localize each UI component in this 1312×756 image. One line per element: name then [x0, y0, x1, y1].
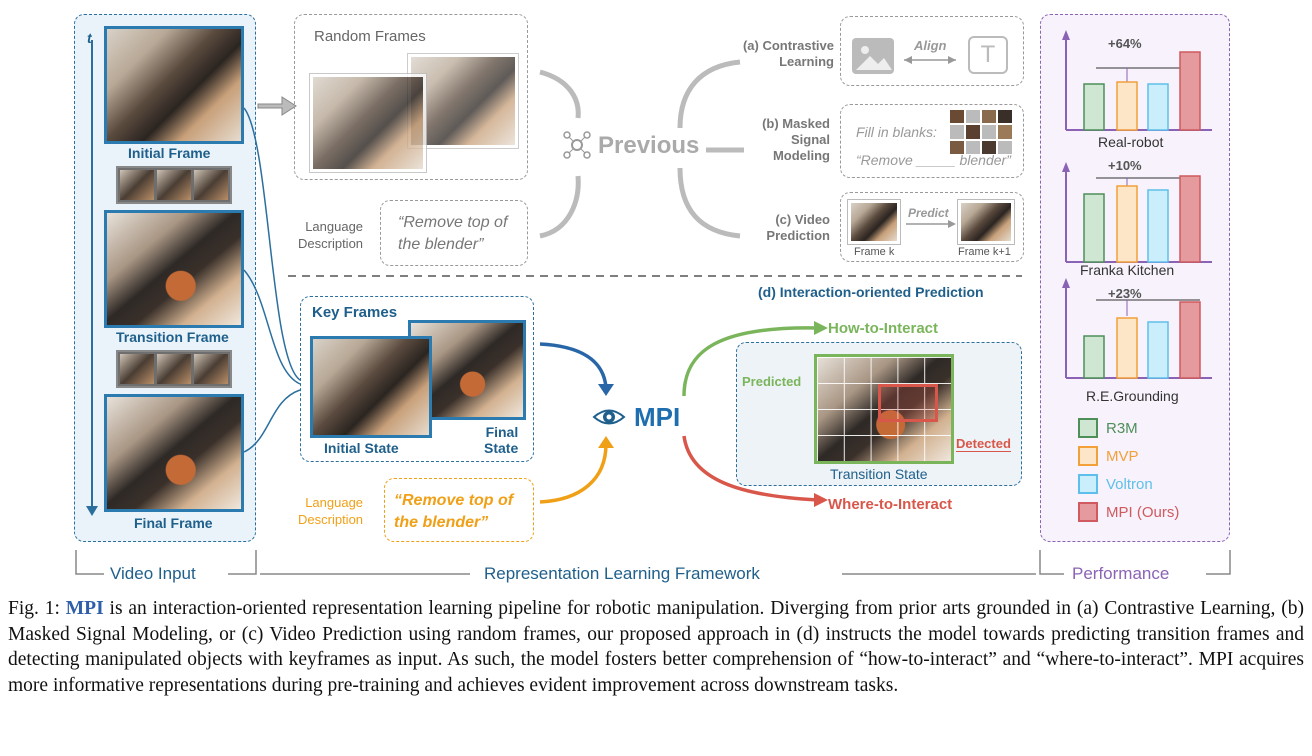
chart-delta-1: +64%: [1108, 36, 1142, 51]
chart-name-2: Franka Kitchen: [1080, 262, 1175, 278]
chart-franka-kitchen: [1062, 162, 1212, 263]
caption-prefix: Fig. 1:: [8, 598, 66, 619]
caption-body: is an interaction-oriented representatio…: [8, 598, 1304, 696]
performance-section-label: Performance: [1072, 564, 1170, 583]
mpi-language-box: [384, 478, 534, 542]
prev-language-box: [380, 200, 528, 266]
key-frames-label: Key Frames: [312, 304, 398, 321]
transition-grid: [817, 357, 951, 461]
where-to-interact-label: Where-to-Interact: [828, 496, 953, 513]
legend-swatch-voltron: [1078, 474, 1098, 494]
legend-mpi: MPI (Ours): [1106, 504, 1180, 521]
final-frame-label: Final Frame: [134, 515, 213, 531]
frame-k-label: Frame k: [854, 246, 895, 258]
mpi-label: MPI: [634, 402, 681, 432]
frame-k-image: [848, 200, 900, 244]
random-frame-2: [408, 54, 518, 148]
remove-blank-text: “Remove _____ blender”: [856, 152, 1011, 168]
frame-k1-label: Frame k+1: [958, 246, 1011, 258]
previous-network-icon: [562, 130, 592, 160]
previous-title: Previous: [598, 132, 700, 159]
eye-icon: [592, 402, 626, 432]
detected-label: Detected: [956, 436, 1011, 452]
chart-name-1: Real-robot: [1098, 134, 1164, 150]
masked-label: (b) Masked Signal Modeling: [762, 116, 830, 163]
prev-language-quote: “Remove top of the blender”: [398, 214, 508, 253]
time-axis-arrowhead: [86, 506, 98, 516]
how-to-interact-label: How-to-Interact: [828, 320, 938, 337]
final-state-label: Final State: [484, 424, 519, 456]
random-frames-box: [294, 14, 528, 180]
mpi-language-quote: “Remove top of the blender”: [394, 492, 514, 531]
video-prediction-box: [840, 192, 1024, 262]
masked-box: [840, 104, 1024, 178]
figure-caption: Fig. 1: MPI is an interaction-oriented r…: [8, 596, 1304, 698]
text-icon-letter: T: [980, 41, 996, 68]
contrastive-label: (a) Contrastive Learning: [742, 38, 834, 69]
random-frames-label: Random Frames: [314, 28, 426, 45]
frame-strip-2: [116, 350, 232, 388]
predicted-label: Predicted: [742, 374, 802, 389]
chart-delta-2: +10%: [1108, 158, 1142, 173]
frame-strip-1: [116, 166, 232, 204]
frame-k1-image: [958, 200, 1014, 244]
fill-in-label: Fill in blanks:: [856, 124, 937, 140]
time-axis-line: [91, 40, 93, 510]
interaction-section-title: (d) Interaction-oriented Prediction: [758, 284, 984, 300]
chart-real-robot: [1062, 30, 1212, 131]
chart-re-grounding: [1062, 278, 1212, 379]
align-label: Align: [914, 38, 947, 53]
predict-label: Predict: [908, 206, 949, 220]
image-icon: [852, 38, 894, 74]
mpi-language-label: Language Description: [298, 495, 364, 527]
legend-r3m: R3M: [1106, 420, 1138, 437]
transition-frame-image: [104, 210, 244, 328]
prev-language-label: Language Description: [298, 219, 364, 251]
initial-state-image: [310, 336, 432, 438]
text-icon: T: [968, 36, 1008, 74]
video-input-section-label: Video Input: [110, 564, 196, 583]
transition-state-label: Transition State: [830, 466, 928, 482]
detected-box: [878, 384, 938, 422]
chart-delta-3: +23%: [1108, 286, 1142, 301]
time-axis-label: t: [87, 30, 92, 46]
caption-mpi: MPI: [65, 598, 104, 619]
random-frame-1: [310, 74, 426, 172]
legend-swatch-mpi: [1078, 502, 1098, 522]
performance-charts: [1062, 30, 1212, 379]
legend-mvp: MVP: [1106, 448, 1139, 465]
legend-swatch-mvp: [1078, 446, 1098, 466]
framework-section-label: Representation Learning Framework: [484, 564, 760, 583]
contrastive-box: [840, 16, 1024, 86]
initial-state-label: Initial State: [324, 440, 399, 456]
initial-frame-image: [104, 26, 244, 144]
masked-grid: [950, 110, 1012, 154]
transition-frame-label: Transition Frame: [116, 329, 229, 345]
legend-swatch-r3m: [1078, 418, 1098, 438]
final-frame-image: [104, 394, 244, 512]
connector-arrows: [243, 56, 1022, 507]
initial-frame-label: Initial Frame: [128, 145, 211, 161]
video-prediction-label: (c) Video Prediction: [766, 212, 830, 243]
chart-name-3: R.E.Grounding: [1086, 388, 1179, 404]
legend-voltron: Voltron: [1106, 476, 1153, 493]
key-frames-box: [300, 296, 534, 462]
bottom-brackets: [75, 550, 1231, 575]
